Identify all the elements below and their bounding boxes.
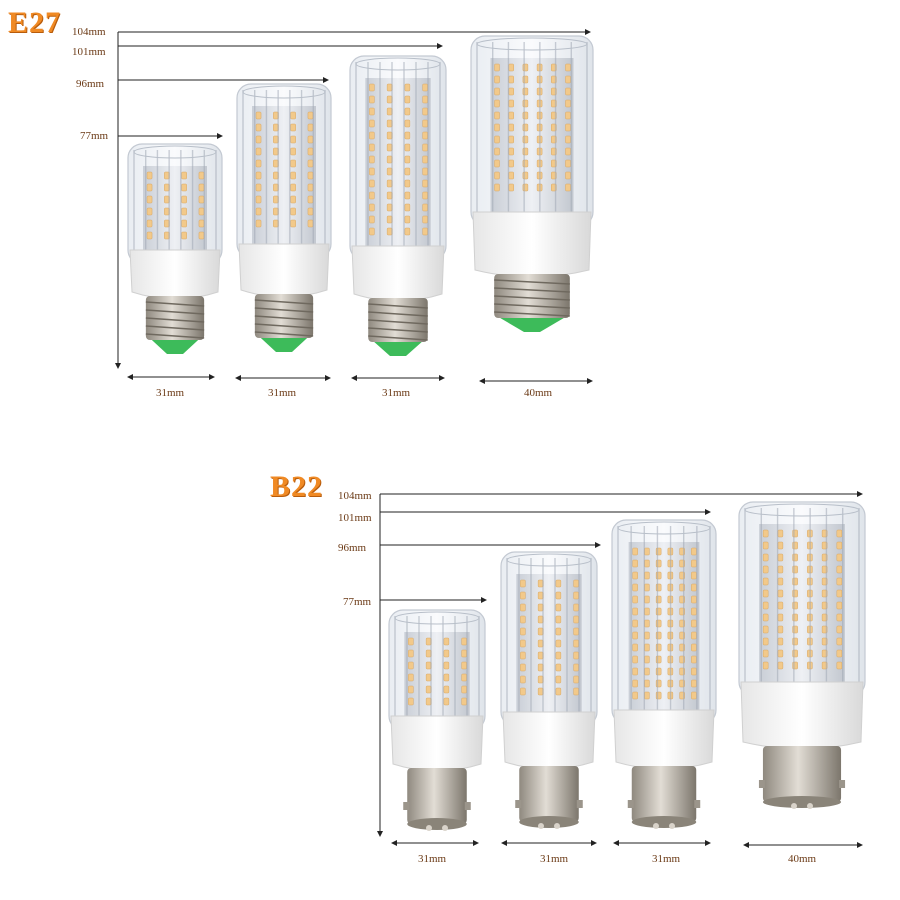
b22-bulbs	[377, 491, 866, 848]
b22-height-96: 96mm	[338, 542, 367, 554]
b22-height-101: 101mm	[338, 512, 372, 524]
green-insulator	[500, 318, 564, 332]
bayonet-base	[762, 746, 842, 802]
led-board	[759, 524, 845, 682]
bayonet-pin-right	[839, 780, 846, 788]
bayonet-pin-right	[576, 800, 583, 808]
b22-width-2: 31mm	[539, 853, 569, 865]
plastic-neck	[390, 715, 484, 772]
plastic-neck	[129, 249, 221, 300]
bulb-bayonet-3	[611, 519, 717, 829]
bayonet-pin-left	[758, 780, 765, 788]
bayonet-pin-left	[627, 800, 634, 808]
b22-title: B22	[270, 470, 324, 503]
led-board	[404, 632, 470, 716]
bulb-bayonet-1	[388, 609, 486, 831]
plastic-neck	[740, 681, 864, 750]
bulb-screw-4	[470, 35, 594, 332]
b22-height-104: 104mm	[338, 490, 372, 502]
led-board	[490, 58, 574, 212]
e27-width-3: 31mm	[381, 387, 411, 399]
bayonet-base	[631, 766, 697, 822]
bayonet-pin-left	[403, 802, 410, 810]
e27-title: E27	[8, 6, 62, 39]
green-insulator	[374, 342, 422, 356]
led-board	[628, 542, 700, 710]
plastic-neck	[613, 709, 715, 770]
bulb-screw-3	[349, 55, 447, 356]
plastic-neck	[502, 711, 596, 770]
e27-height-77: 77mm	[80, 130, 109, 142]
e27-height-104: 104mm	[72, 26, 106, 38]
bayonet-pin-right	[694, 800, 701, 808]
bulb-bayonet-4	[738, 501, 866, 809]
b22-width-4: 40mm	[787, 853, 817, 865]
bulb-bayonet-2	[500, 551, 598, 829]
led-board	[365, 78, 431, 246]
e27-height-101: 101mm	[72, 46, 106, 58]
bayonet-base	[407, 768, 467, 824]
e27-height-96: 96mm	[76, 78, 105, 90]
e27-width-2: 31mm	[267, 387, 297, 399]
led-board	[252, 106, 316, 244]
dimension-lines	[115, 29, 593, 384]
bulb-screw-2	[236, 83, 332, 352]
e27-width-1: 31mm	[155, 387, 185, 399]
led-board	[516, 574, 582, 712]
bulb-screw-1	[127, 143, 223, 354]
plastic-neck	[238, 243, 330, 298]
bayonet-base	[519, 766, 579, 822]
led-board	[143, 166, 207, 250]
green-insulator	[260, 338, 308, 352]
b22-height-77: 77mm	[343, 596, 372, 608]
b22-width-3: 31mm	[651, 853, 681, 865]
dimension-lines	[377, 491, 863, 848]
e27-bulbs	[115, 29, 594, 384]
e27-panel: E27 104mm 101mm 96mm 77mm 31mm 31mm 31mm…	[8, 6, 553, 399]
plastic-neck	[351, 245, 445, 302]
plastic-neck	[472, 211, 592, 278]
bayonet-pin-left	[515, 800, 522, 808]
e27-width-4: 40mm	[523, 387, 553, 399]
bayonet-pin-right	[464, 802, 471, 810]
b22-panel: B22 104mm 101mm 96mm 77mm 31mm 31mm 31mm…	[0, 450, 900, 900]
green-insulator	[151, 340, 199, 354]
b22-width-1: 31mm	[417, 853, 447, 865]
